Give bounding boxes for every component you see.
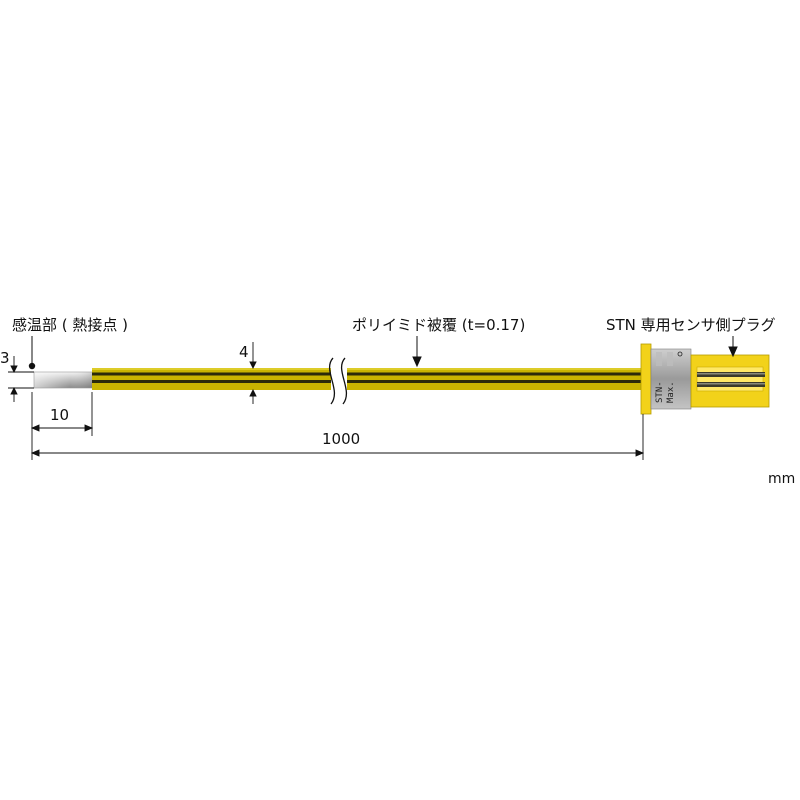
tip-diameter-value: 3 — [0, 349, 10, 367]
total-length-value: 1000 — [322, 430, 361, 448]
ribbon-width-value: 4 — [239, 343, 249, 361]
polyimide-ribbon-right — [346, 368, 644, 390]
sensor-label: 感温部 ( 熱接点 ) — [12, 316, 129, 334]
dim-tip-diameter — [8, 356, 34, 402]
tip-length-value: 10 — [50, 406, 70, 424]
stn-plug: STN- Max. — [640, 343, 770, 415]
plug-label: STN 専用センサ側プラグ — [606, 316, 776, 334]
coating-arrowhead — [412, 356, 422, 368]
coating-label: ポリイミド被覆 (t=0.17) — [352, 316, 526, 334]
junction-dot — [28, 362, 36, 370]
plug-arrowhead — [728, 346, 738, 358]
polyimide-ribbon-left — [92, 368, 332, 390]
dim-total-length — [30, 414, 645, 460]
sensor-tip — [33, 371, 95, 389]
dim-ribbon-width — [249, 342, 257, 404]
dim-tip-length — [30, 392, 94, 436]
plug-marking-line2: Max. — [666, 381, 676, 403]
break-symbol — [328, 355, 348, 405]
plug-marking-line1: STN- — [655, 381, 665, 403]
unit-label: mm — [768, 471, 796, 487]
